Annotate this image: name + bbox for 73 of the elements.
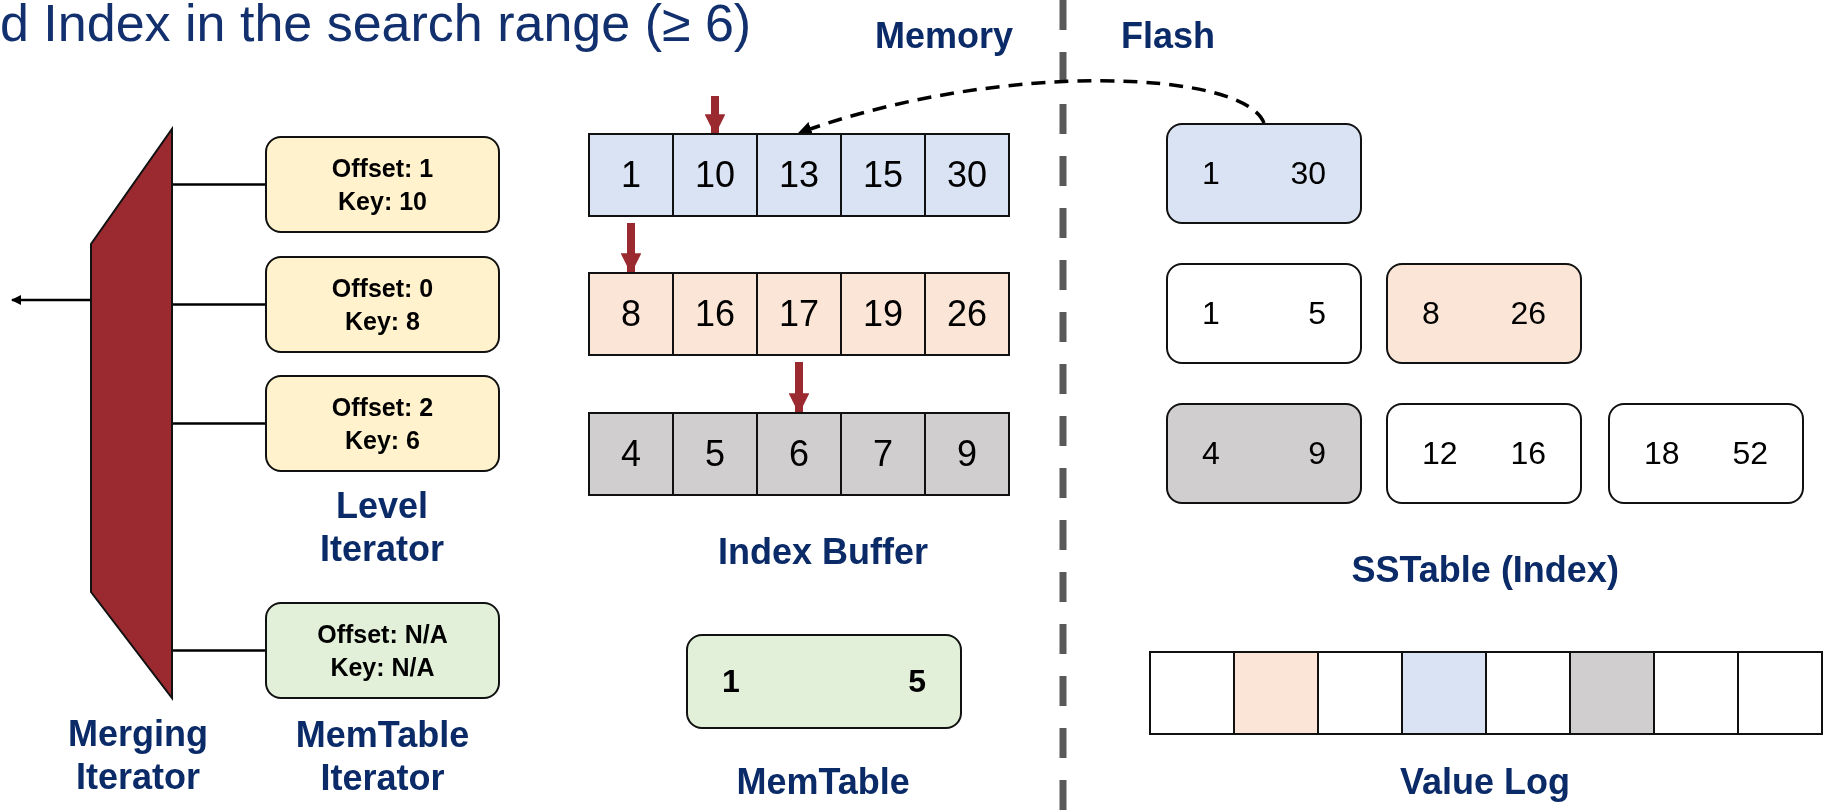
key-text: 16 [1510, 435, 1546, 472]
iterator-text: Key: 8 [344, 305, 420, 337]
key-range-box [1166, 263, 1362, 364]
key-text: 1 [722, 663, 740, 700]
section-label: SSTable (Index) [1351, 548, 1619, 592]
buffer-cell: 8 [588, 272, 674, 356]
value-log-cell [1401, 651, 1487, 735]
buffer-cell: 19 [840, 272, 926, 356]
key-text: 9 [1308, 435, 1326, 472]
slide-title: d Index in the search range (≥ 6) [0, 0, 752, 54]
iterator-text: Offset: 1 [331, 153, 434, 184]
iterator-box [265, 256, 500, 353]
connector-line [172, 183, 265, 186]
section-label: Index Buffer [718, 530, 929, 574]
iterator-text: Key: 10 [338, 185, 427, 217]
merging-iterator-trapezoid [91, 129, 172, 698]
key-range-box [686, 634, 962, 729]
key-text: 30 [1290, 155, 1326, 192]
buffer-cell: 7 [840, 412, 926, 496]
key-text: 1 [1202, 295, 1220, 332]
section-label: Value Log [1400, 760, 1571, 804]
iterator-box [265, 136, 500, 233]
arrow [11, 295, 91, 305]
value-log-cell [1149, 651, 1235, 735]
key-text: 12 [1422, 435, 1458, 472]
arrow [797, 79, 1266, 136]
iterator-text: Offset: 2 [331, 392, 434, 423]
iterator-box [265, 602, 500, 699]
connector-line [172, 422, 265, 425]
buffer-cell: 15 [840, 133, 926, 217]
iterator-text: Offset: N/A [317, 619, 448, 650]
section-label: Merging Iterator [67, 712, 209, 799]
buffer-cell: 17 [756, 272, 842, 356]
buffer-cell: 30 [924, 133, 1010, 217]
section-label: MemTable Iterator [294, 713, 471, 800]
key-text: 5 [908, 663, 926, 700]
section-label: Level Iterator [319, 484, 445, 571]
key-text: 52 [1732, 435, 1768, 472]
buffer-cell: 5 [672, 412, 758, 496]
key-range-box [1166, 403, 1362, 504]
key-text: 8 [1422, 295, 1440, 332]
buffer-cell: 4 [588, 412, 674, 496]
buffer-cell: 16 [672, 272, 758, 356]
section-label: Memory [875, 14, 1014, 58]
key-text: 18 [1644, 435, 1680, 472]
value-log-cell [1737, 651, 1823, 735]
iterator-text: Offset: 0 [331, 273, 434, 304]
value-log-cell [1233, 651, 1319, 735]
buffer-cell: 6 [756, 412, 842, 496]
iterator-text: Key: 6 [344, 424, 420, 456]
section-label: Flash [1121, 14, 1216, 58]
value-log-cell [1653, 651, 1739, 735]
section-label: MemTable [736, 760, 910, 804]
buffer-cell: 10 [672, 133, 758, 217]
value-log-cell [1485, 651, 1571, 735]
connector-line [172, 303, 265, 306]
key-text: 1 [1202, 155, 1220, 192]
key-range-box [1386, 403, 1582, 504]
key-range-box [1608, 403, 1804, 504]
key-text: 26 [1510, 295, 1546, 332]
iterator-box [265, 375, 500, 472]
key-range-box [1166, 123, 1362, 224]
buffer-cell: 9 [924, 412, 1010, 496]
connector-line [172, 649, 265, 652]
value-log-cell [1569, 651, 1655, 735]
buffer-cell: 13 [756, 133, 842, 217]
key-range-box [1386, 263, 1582, 364]
iterator-text: Key: N/A [330, 651, 435, 683]
buffer-cell: 1 [588, 133, 674, 217]
buffer-cell: 26 [924, 272, 1010, 356]
value-log-cell [1317, 651, 1403, 735]
key-text: 5 [1308, 295, 1326, 332]
key-text: 4 [1202, 435, 1220, 472]
